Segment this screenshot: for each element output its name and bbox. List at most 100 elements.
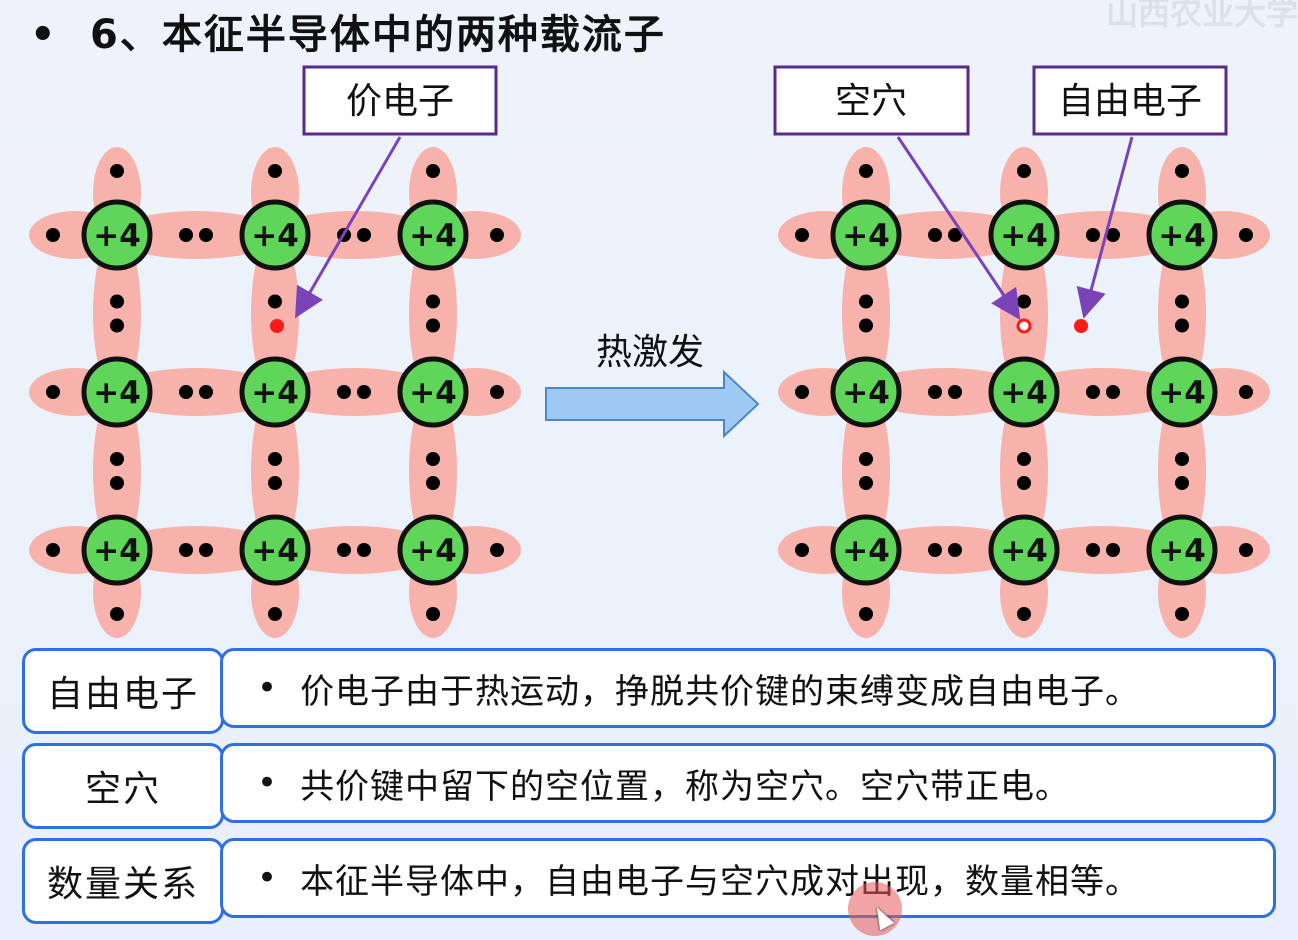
bond-vertical — [409, 231, 457, 396]
electron — [1017, 294, 1031, 309]
row-bullet: • — [257, 858, 279, 898]
atom-core-label: +4 — [251, 218, 299, 254]
electron — [1239, 385, 1253, 399]
bond-vertical — [1000, 231, 1048, 396]
electron — [1017, 452, 1031, 466]
atom-core-label: +4 — [1000, 533, 1048, 569]
electron — [46, 385, 60, 399]
atom-core-label: +4 — [1158, 533, 1206, 569]
electron — [337, 385, 351, 399]
callout-valence-electron-label: 价电子 — [346, 81, 454, 122]
electron — [426, 476, 440, 490]
bond-vertical — [842, 388, 890, 554]
electron — [46, 543, 60, 557]
electron — [1175, 452, 1189, 466]
atom-core — [397, 514, 469, 586]
atom-core-label: +4 — [842, 375, 890, 411]
electron — [928, 543, 942, 557]
bond-vertical — [251, 231, 299, 396]
atom-core-label: +4 — [842, 533, 890, 569]
atom-core — [988, 199, 1060, 271]
atom-core — [988, 514, 1060, 586]
atom-core-label: +4 — [1000, 218, 1048, 254]
electron — [948, 543, 962, 557]
atom-core — [830, 356, 902, 428]
electron — [1239, 543, 1253, 557]
atom-core-label: +4 — [1158, 375, 1206, 411]
atom-core — [1146, 356, 1218, 428]
atom-core-label: +4 — [842, 218, 890, 254]
atom-core-label: +4 — [93, 533, 141, 569]
electron — [859, 294, 873, 309]
electron — [1086, 385, 1100, 399]
atom-core — [830, 199, 902, 271]
electron — [1175, 294, 1189, 309]
bond-vertical — [1000, 388, 1048, 554]
electron — [110, 318, 124, 333]
table-value-text: 共价键中留下的空位置，称为空穴。空穴带正电。 — [300, 766, 1071, 807]
electron — [859, 452, 873, 466]
electron — [1086, 228, 1100, 242]
electron — [110, 476, 124, 490]
atom-core-label: +4 — [409, 218, 457, 254]
electron — [357, 385, 371, 399]
table-row-free-electron: 自由电子 •价电子由于热运动，挣脱共价键的束缚变成自由电子。 — [22, 648, 1282, 734]
cursor-highlight — [848, 882, 902, 936]
electron — [1086, 543, 1100, 557]
electron — [1017, 164, 1031, 178]
atom-core — [397, 199, 469, 271]
right-lattice: +4+4+4+4+4+4+4+4+4 — [778, 147, 1270, 638]
bond-vertical — [1158, 231, 1206, 396]
electron — [490, 228, 504, 242]
electron — [928, 228, 942, 242]
electron — [46, 228, 60, 242]
bond-horizontal — [862, 526, 1028, 574]
atom-core — [81, 356, 153, 428]
free-electron-marker — [1074, 319, 1088, 333]
atom-core — [1146, 199, 1218, 271]
valence-electron-marker — [270, 319, 284, 333]
atom-core-label: +4 — [409, 375, 457, 411]
electron — [179, 228, 193, 242]
electron — [268, 476, 282, 490]
electron — [268, 607, 282, 621]
table-value: • 共价键中留下的空位置，称为空穴。空穴带正电。 — [220, 743, 1276, 823]
electron — [426, 294, 440, 309]
bond-horizontal — [271, 368, 437, 416]
arrow-shape — [545, 369, 760, 439]
atom-core — [239, 514, 311, 586]
electron — [1017, 607, 1031, 621]
hole-marker — [1016, 318, 1032, 334]
electron — [199, 228, 213, 242]
bond-vertical — [1158, 388, 1206, 554]
electron — [1017, 476, 1031, 490]
electron — [110, 452, 124, 466]
bond-vertical — [251, 388, 299, 554]
electron — [199, 385, 213, 399]
row-bullet: • — [257, 763, 279, 803]
electron — [948, 228, 962, 242]
atom-core — [81, 514, 153, 586]
callout-free-electron-label: 自由电子 — [1058, 81, 1202, 122]
electron — [1175, 476, 1189, 490]
bond-horizontal — [862, 368, 1028, 416]
bond-horizontal — [271, 211, 437, 259]
table-key: 空穴 — [22, 743, 224, 829]
bond-horizontal — [1020, 368, 1186, 416]
electron — [859, 318, 873, 333]
electron — [268, 164, 282, 178]
atom-core-label: +4 — [409, 533, 457, 569]
electron — [1106, 228, 1120, 242]
atom-core-label: +4 — [93, 218, 141, 254]
electron — [357, 543, 371, 557]
arrow-label: 热激发 — [596, 332, 704, 373]
electron — [268, 452, 282, 466]
electron — [948, 385, 962, 399]
bond-horizontal — [113, 368, 279, 416]
lattice-diagram: +4+4+4+4+4+4+4+4+4 +4+4+4+4+4+4+4+4+4 价电… — [29, 65, 1270, 638]
electron — [357, 228, 371, 242]
atom-core — [397, 356, 469, 428]
title-bullet: • — [30, 12, 58, 58]
electron — [426, 318, 440, 333]
bond-vertical — [93, 388, 141, 554]
